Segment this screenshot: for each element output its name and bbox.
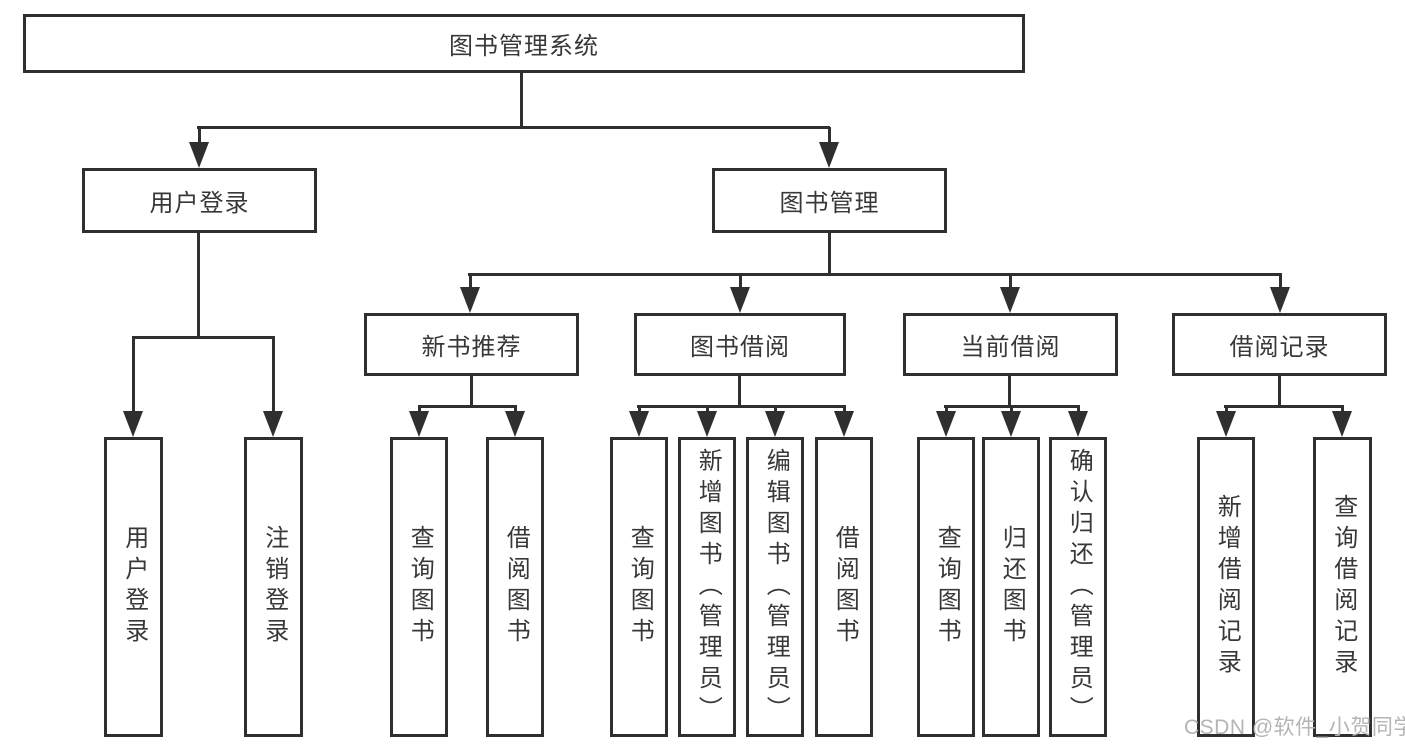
- leaf-borrow-books-recommend: 借阅图书: [486, 437, 544, 737]
- connector-line: [198, 127, 201, 147]
- node-book-management: 图书管理: [712, 168, 947, 233]
- leaf-query-borrow-record: 查询借阅记录: [1313, 437, 1372, 737]
- arrow-down-icon: [460, 287, 480, 313]
- connector-line: [1008, 376, 1011, 408]
- connector-line: [1224, 405, 1344, 408]
- connector-line: [418, 405, 421, 415]
- connector-line: [637, 405, 845, 408]
- node-current-borrowing: 当前借阅: [903, 313, 1118, 376]
- arrow-down-icon: [1332, 411, 1352, 437]
- node-user-login: 用户登录: [82, 168, 317, 233]
- leaf-add-borrow-record: 新增借阅记录: [1197, 437, 1255, 737]
- connector-line: [1077, 405, 1080, 415]
- connector-line: [828, 233, 831, 276]
- connector-line: [706, 405, 709, 415]
- connector-line: [843, 405, 846, 415]
- leaf-query-books-recommend: 查询图书: [390, 437, 448, 737]
- connector-line: [738, 376, 741, 408]
- leaf-user-login: 用户登录: [104, 437, 163, 737]
- leaf-logout: 注销登录: [244, 437, 303, 737]
- leaf-query-books-borrowing: 查询图书: [610, 437, 668, 737]
- leaf-edit-books-admin: 编辑图书（管理员）: [746, 437, 804, 737]
- arrow-down-icon: [834, 411, 854, 437]
- connector-line: [774, 405, 777, 415]
- arrow-down-icon: [819, 142, 839, 168]
- connector-line: [520, 73, 523, 129]
- leaf-confirm-return-admin: 确认归还（管理员）: [1049, 437, 1107, 737]
- arrow-down-icon: [730, 287, 750, 313]
- arrow-down-icon: [1216, 411, 1236, 437]
- node-new-book-recommendation: 新书推荐: [364, 313, 579, 376]
- arrow-down-icon: [697, 411, 717, 437]
- connector-line: [1278, 376, 1281, 407]
- connector-line: [470, 376, 473, 408]
- node-borrowing-records: 借阅记录: [1172, 313, 1387, 376]
- connector-line: [468, 273, 1281, 276]
- connector-line: [272, 336, 275, 414]
- arrow-down-icon: [1001, 411, 1021, 437]
- node-root-library-management-system: 图书管理系统: [23, 14, 1025, 73]
- leaf-return-books: 归还图书: [982, 437, 1040, 737]
- connector-line: [1341, 405, 1344, 415]
- arrow-down-icon: [936, 411, 956, 437]
- connector-line: [197, 126, 830, 129]
- arrow-down-icon: [263, 411, 283, 437]
- connector-line: [1279, 273, 1282, 290]
- connector-line: [197, 233, 200, 339]
- connector-line: [469, 273, 472, 290]
- leaf-query-books-current: 查询图书: [917, 437, 975, 737]
- arrow-down-icon: [189, 142, 209, 168]
- connector-line: [1009, 273, 1012, 290]
- arrow-down-icon: [123, 411, 143, 437]
- arrow-down-icon: [629, 411, 649, 437]
- connector-line: [945, 405, 948, 415]
- connector-line: [132, 336, 135, 414]
- connector-line: [1225, 405, 1228, 415]
- leaf-borrow-books: 借阅图书: [815, 437, 873, 737]
- connector-line: [1010, 405, 1013, 415]
- leaf-add-books-admin: 新增图书（管理员）: [678, 437, 736, 737]
- arrow-down-icon: [505, 411, 525, 437]
- connector-line: [828, 127, 831, 147]
- arrow-down-icon: [765, 411, 785, 437]
- arrow-down-icon: [1000, 287, 1020, 313]
- arrow-down-icon: [409, 411, 429, 437]
- node-book-borrowing: 图书借阅: [634, 313, 846, 376]
- connector-line: [514, 405, 517, 415]
- connector-line: [132, 336, 274, 339]
- connector-line: [418, 405, 516, 408]
- csdn-watermark: CSDN @软件_小贺同学: [1184, 716, 1405, 739]
- arrow-down-icon: [1270, 287, 1290, 313]
- connector-line: [739, 273, 742, 290]
- arrow-down-icon: [1068, 411, 1088, 437]
- connector-line: [638, 405, 641, 415]
